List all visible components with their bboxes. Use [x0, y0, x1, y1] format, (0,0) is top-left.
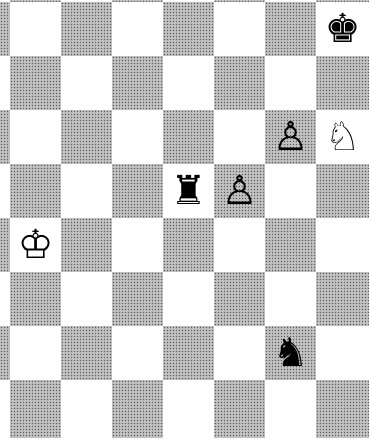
square-c6[interactable]: [61, 110, 112, 164]
square-e7[interactable]: [163, 56, 214, 110]
square-h6[interactable]: ♘: [316, 110, 369, 164]
square-e4[interactable]: [163, 218, 214, 272]
square-c5[interactable]: [61, 164, 112, 218]
square-f3[interactable]: [214, 272, 265, 326]
square-g5[interactable]: [265, 164, 316, 218]
black-king-icon[interactable]: ♚: [316, 2, 369, 56]
white-king-icon[interactable]: ♔: [10, 218, 61, 272]
square-a4[interactable]: [0, 218, 10, 272]
black-rook-icon[interactable]: ♜: [163, 164, 214, 218]
square-a7[interactable]: [0, 56, 10, 110]
square-d6[interactable]: [112, 110, 163, 164]
square-e5[interactable]: ♜: [163, 164, 214, 218]
square-a8[interactable]: [0, 2, 10, 56]
square-e8[interactable]: [163, 2, 214, 56]
square-h3[interactable]: [316, 272, 369, 326]
square-g3[interactable]: [265, 272, 316, 326]
square-d7[interactable]: [112, 56, 163, 110]
square-a3[interactable]: [0, 272, 10, 326]
black-knight-icon[interactable]: ♞: [265, 326, 316, 380]
square-d1[interactable]: [112, 380, 163, 438]
square-b6[interactable]: [10, 110, 61, 164]
square-d2[interactable]: [112, 326, 163, 380]
square-c2[interactable]: [61, 326, 112, 380]
square-g2[interactable]: ♞: [265, 326, 316, 380]
white-knight-icon[interactable]: ♘: [316, 110, 369, 164]
square-e3[interactable]: [163, 272, 214, 326]
square-c7[interactable]: [61, 56, 112, 110]
square-f1[interactable]: [214, 380, 265, 438]
square-b8[interactable]: [10, 2, 61, 56]
square-b3[interactable]: [10, 272, 61, 326]
white-pawn-icon[interactable]: ♙: [265, 110, 316, 164]
square-h2[interactable]: [316, 326, 369, 380]
square-d4[interactable]: [112, 218, 163, 272]
square-d3[interactable]: [112, 272, 163, 326]
square-g8[interactable]: [265, 2, 316, 56]
square-b1[interactable]: [10, 380, 61, 438]
square-h7[interactable]: [316, 56, 369, 110]
square-c1[interactable]: [61, 380, 112, 438]
square-e2[interactable]: [163, 326, 214, 380]
square-a5[interactable]: [0, 164, 10, 218]
square-c8[interactable]: [61, 2, 112, 56]
square-a1[interactable]: [0, 380, 10, 438]
square-c3[interactable]: [61, 272, 112, 326]
square-h8[interactable]: ♚: [316, 2, 369, 56]
square-g7[interactable]: [265, 56, 316, 110]
square-g4[interactable]: [265, 218, 316, 272]
white-pawn-icon[interactable]: ♙: [214, 164, 265, 218]
square-b4[interactable]: ♔: [10, 218, 61, 272]
square-g6[interactable]: ♙: [265, 110, 316, 164]
square-a6[interactable]: [0, 110, 10, 164]
square-f6[interactable]: [214, 110, 265, 164]
square-e6[interactable]: [163, 110, 214, 164]
square-g1[interactable]: [265, 380, 316, 438]
square-b5[interactable]: [10, 164, 61, 218]
square-h4[interactable]: [316, 218, 369, 272]
square-f5[interactable]: ♙: [214, 164, 265, 218]
square-f4[interactable]: [214, 218, 265, 272]
square-f8[interactable]: [214, 2, 265, 56]
square-d5[interactable]: [112, 164, 163, 218]
square-b7[interactable]: [10, 56, 61, 110]
square-b2[interactable]: [10, 326, 61, 380]
square-e1[interactable]: [163, 380, 214, 438]
square-f2[interactable]: [214, 326, 265, 380]
square-a2[interactable]: [0, 326, 10, 380]
square-h5[interactable]: [316, 164, 369, 218]
square-c4[interactable]: [61, 218, 112, 272]
square-f7[interactable]: [214, 56, 265, 110]
square-d8[interactable]: [112, 2, 163, 56]
square-h1[interactable]: [316, 380, 369, 438]
